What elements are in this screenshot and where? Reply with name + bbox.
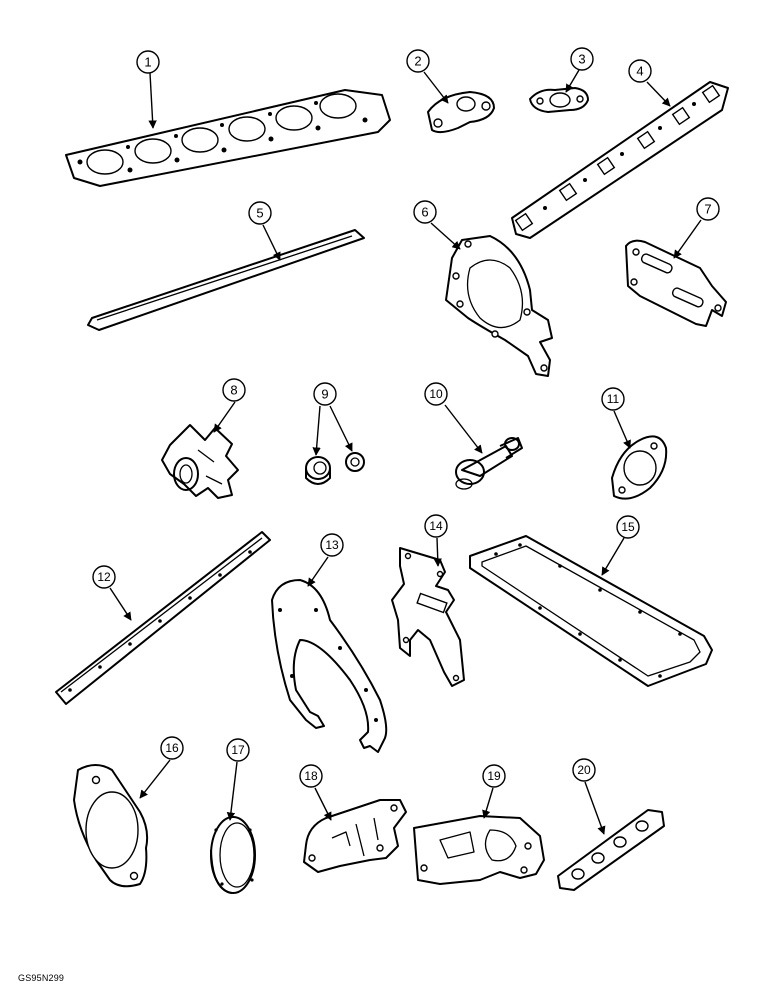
callout-18: 18	[304, 769, 318, 783]
callout-labels: 1 2 3 4 5 6 7 8 9 10 11 12 13 14 15 16 1…	[97, 52, 711, 784]
callout-13: 13	[325, 538, 339, 552]
part-9-seals	[305, 452, 365, 485]
part-17-seal-ring	[210, 816, 256, 894]
part-15-oil-pan-gasket	[469, 535, 713, 687]
part-19-housing-gasket	[413, 815, 545, 885]
callout-group	[92, 47, 720, 835]
callout-15: 15	[621, 520, 635, 534]
part-2-gasket	[427, 91, 495, 134]
part-18-filter-head-gasket	[303, 799, 407, 873]
callout-12: 12	[97, 570, 111, 584]
callout-17: 17	[231, 743, 245, 757]
callout-7: 7	[704, 202, 711, 217]
figure-code: GS95N299	[18, 973, 65, 983]
callout-3: 3	[578, 52, 585, 67]
callout-10: 10	[429, 387, 443, 401]
callout-6: 6	[421, 205, 428, 220]
part-1-cylinder-head-gasket	[65, 89, 391, 187]
part-4-manifold-gasket	[511, 81, 729, 239]
callout-14: 14	[429, 519, 443, 533]
part-5-rocker-cover-gasket	[87, 229, 365, 331]
callout-4: 4	[636, 64, 643, 79]
part-20-plate-gasket	[557, 809, 665, 891]
part-6-cover-gasket	[445, 235, 553, 377]
callout-11: 11	[607, 392, 620, 406]
part-11-flange-gasket	[611, 435, 668, 500]
callout-16: 16	[165, 741, 179, 755]
callout-9: 9	[321, 387, 328, 402]
part-13-timing-cover-gasket	[271, 579, 388, 753]
part-14-plate-gasket	[391, 547, 465, 687]
callout-1: 1	[144, 55, 151, 70]
part-3-gasket	[529, 87, 589, 113]
callout-5: 5	[256, 206, 263, 221]
part-7-gasket	[625, 239, 727, 327]
callout-20: 20	[577, 763, 591, 777]
callout-19: 19	[487, 769, 501, 783]
callout-2: 2	[414, 54, 421, 69]
part-8-impeller	[161, 424, 239, 499]
part-16-flange-gasket	[73, 764, 149, 888]
part-12-side-cover-gasket	[55, 531, 271, 705]
callout-8: 8	[230, 383, 237, 398]
part-10-pump-shaft	[455, 437, 523, 490]
